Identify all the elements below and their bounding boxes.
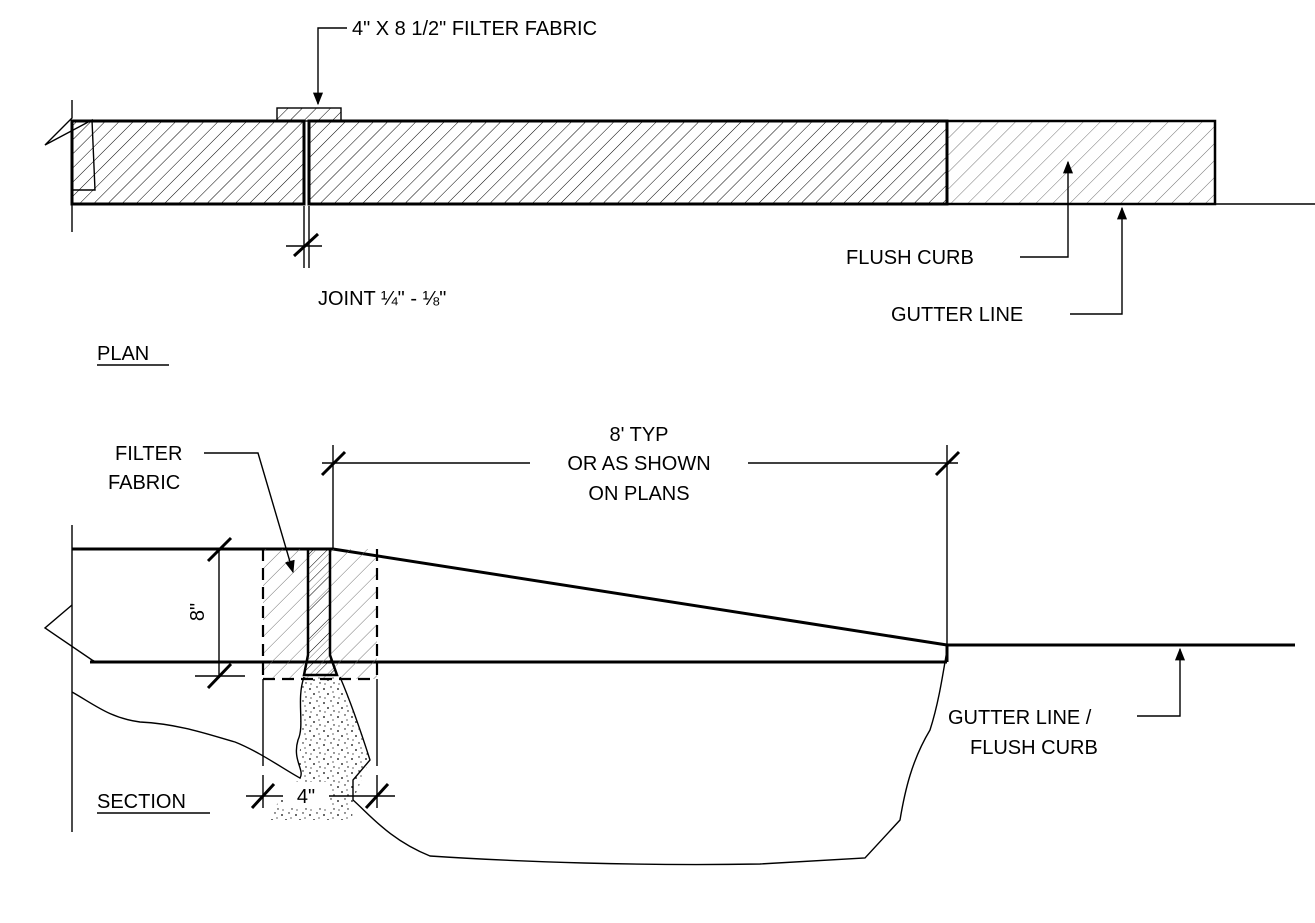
section-view: 8" 4" 8' TYP OR AS SHOWN ON PLANS FILTER… (43, 424, 1295, 866)
plan-flush-curb (945, 119, 1217, 206)
section-ground (71, 649, 948, 866)
gutter-line-leader (1070, 206, 1128, 315)
plan-filter-fabric (276, 107, 342, 122)
plan-title: PLAN (97, 343, 149, 365)
flush-curb-leader (1020, 160, 1074, 258)
section-filter-label-1: FILTER (115, 443, 182, 465)
break-line-section (43, 604, 97, 663)
depth-label: 8" (187, 603, 209, 621)
width-label: 4" (297, 786, 315, 808)
gutter-line-label: GUTTER LINE (891, 304, 1023, 326)
section-joint (302, 547, 339, 677)
plan-view: 4" X 8 1/2" FILTER FABRIC JOINT ¼" - ⅛" … (44, 18, 1315, 366)
joint-dimension (286, 206, 322, 268)
plan-slab-left (70, 119, 306, 206)
section-top-surface (72, 547, 1295, 647)
section-filter-label-2: FABRIC (108, 472, 180, 494)
section-filter-leader (204, 452, 295, 574)
span-label-2: OR AS SHOWN (567, 453, 710, 475)
span-label-1: 8' TYP (609, 424, 668, 446)
filter-fabric-label: 4" X 8 1/2" FILTER FABRIC (352, 18, 597, 40)
section-gutter-label-1: GUTTER LINE / (948, 707, 1092, 729)
section-title: SECTION (97, 791, 186, 813)
span-dimension (320, 445, 961, 645)
plan-slab-middle (307, 119, 949, 206)
filter-fabric-leader (312, 27, 347, 106)
joint-label: JOINT ¼" - ⅛" (318, 288, 446, 310)
section-gutter-label-2: FLUSH CURB (970, 737, 1098, 759)
depth-dimension (195, 536, 245, 690)
span-label-3: ON PLANS (588, 483, 689, 505)
section-gutter-leader (1137, 647, 1186, 717)
flush-curb-label: FLUSH CURB (846, 247, 974, 269)
